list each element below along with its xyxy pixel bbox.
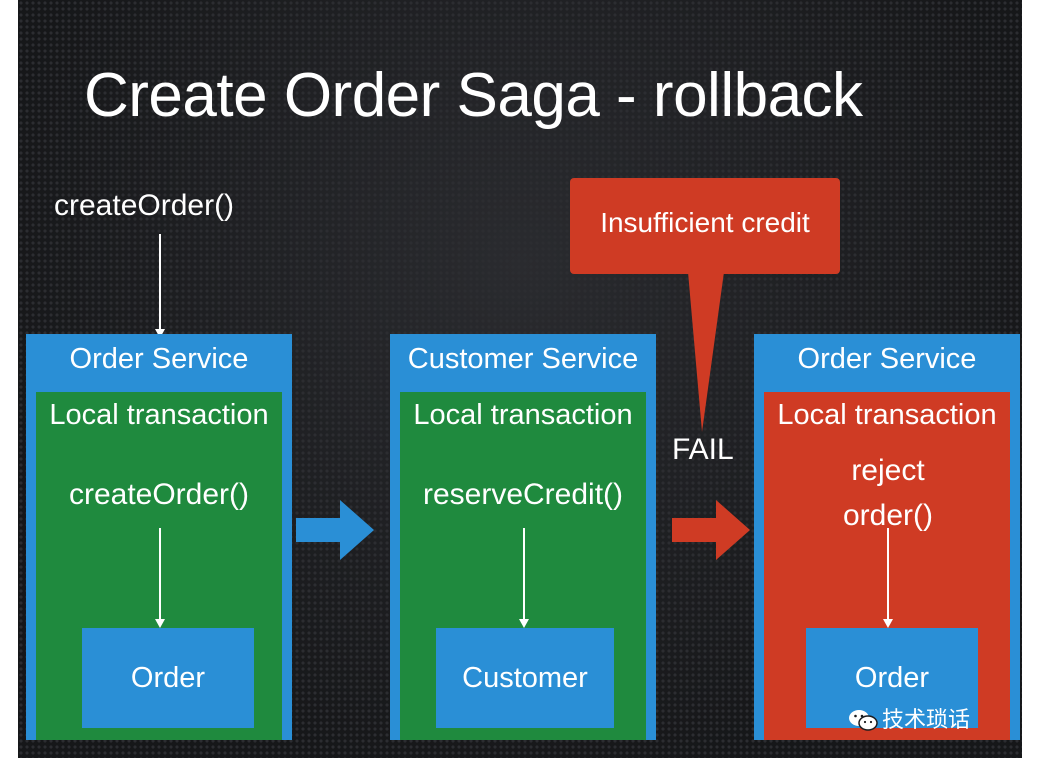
transaction-title: Local transaction bbox=[413, 399, 633, 431]
customer-service-box: Customer Service Local transaction reser… bbox=[390, 334, 656, 740]
watermark: 技术琐话 bbox=[848, 706, 970, 734]
transaction-title: Local transaction bbox=[777, 399, 997, 431]
service-title: Order Service bbox=[69, 343, 249, 375]
operation-label: reserveCredit() bbox=[422, 478, 624, 511]
order-service-rollback-box: Order Service Local transaction reject o… bbox=[754, 334, 1020, 740]
order-service-box: Order Service Local transaction createOr… bbox=[26, 334, 292, 740]
forward-arrow bbox=[296, 500, 374, 560]
transaction-title: Local transaction bbox=[49, 399, 269, 431]
callout-pointer bbox=[688, 272, 724, 432]
entry-call-label: createOrder() bbox=[54, 189, 235, 222]
fail-label: FAIL bbox=[672, 433, 734, 466]
service-title: Customer Service bbox=[407, 343, 639, 375]
service-title: Order Service bbox=[797, 343, 977, 375]
operation-arrow bbox=[883, 528, 893, 628]
operation-arrow bbox=[519, 528, 529, 628]
wechat-icon bbox=[849, 710, 878, 731]
local-transaction-box: Local transaction reserveCredit() Custom… bbox=[400, 392, 646, 740]
order-entity-box: Order bbox=[82, 628, 254, 728]
operation-arrow bbox=[155, 528, 165, 628]
order-entity-box: Order bbox=[806, 628, 978, 728]
slide: Create Order Saga - rollback createOrder… bbox=[18, 0, 1022, 758]
customer-entity-box: Customer bbox=[436, 628, 614, 728]
callout-text: Insufficient credit bbox=[600, 207, 810, 238]
watermark-text: 技术琐话 bbox=[882, 707, 971, 732]
local-transaction-box: Local transaction createOrder() Order bbox=[36, 392, 282, 740]
failure-arrow bbox=[672, 500, 750, 560]
operation-label: reject order() bbox=[842, 454, 933, 532]
entry-arrow bbox=[155, 234, 165, 338]
operation-label: createOrder() bbox=[68, 478, 250, 511]
slide-title: Create Order Saga - rollback bbox=[84, 61, 863, 130]
local-transaction-box: Local transaction reject order() Order bbox=[764, 392, 1010, 740]
insufficient-credit-callout: Insufficient credit bbox=[570, 178, 840, 274]
